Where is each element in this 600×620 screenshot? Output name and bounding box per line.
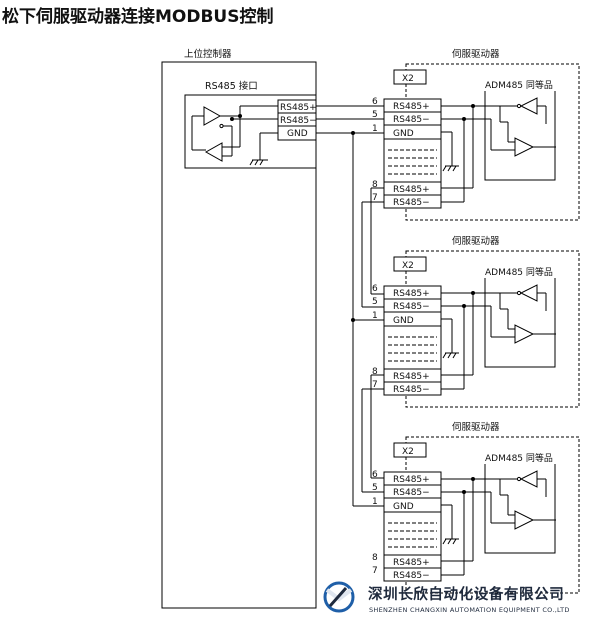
pin-label: RS485+ xyxy=(393,558,430,568)
controller-pin-gnd: GND xyxy=(287,129,308,139)
pin-number: 5 xyxy=(372,110,378,120)
chip-label: ADM485 同等品 xyxy=(485,452,553,464)
drive-title: 伺服驱动器 xyxy=(452,421,500,433)
pin-label: RS485− xyxy=(393,488,430,498)
pin-number: 6 xyxy=(372,470,378,480)
pin-number: 1 xyxy=(372,124,378,134)
controller: 上位控制器 RS485 接口 RS485+ RS485− GND xyxy=(161,48,317,609)
connector-label: X2 xyxy=(402,74,414,84)
adm485-chip-box xyxy=(484,274,556,368)
pin-number: 5 xyxy=(372,483,378,493)
company-name-en: SHENZHEN CHANGXIN AUTOMATION EQUIPMENT C… xyxy=(369,606,570,614)
pin-number: 6 xyxy=(372,97,378,107)
drive-title: 伺服驱动器 xyxy=(452,48,500,60)
pin-label: RS485− xyxy=(393,571,430,581)
pin-label: RS485+ xyxy=(393,289,430,299)
pin-number: 1 xyxy=(372,311,378,321)
pin-number: 8 xyxy=(372,553,378,563)
pin-number: 7 xyxy=(372,380,378,390)
company-logo-icon xyxy=(323,581,355,613)
terminal-block-top xyxy=(383,285,442,327)
pin-label: RS485+ xyxy=(393,475,430,485)
pin-number: 7 xyxy=(372,193,378,203)
connector-label: X2 xyxy=(402,447,414,457)
drive-title: 伺服驱动器 xyxy=(452,235,500,247)
adm485-chip-box xyxy=(484,460,556,554)
pin-label: RS485− xyxy=(393,198,430,208)
controller-terminal-block xyxy=(277,99,317,141)
pin-number: 6 xyxy=(372,284,378,294)
connector-label: X2 xyxy=(402,261,414,271)
controller-pin-rs485n: RS485− xyxy=(280,116,317,126)
pin-label: RS485+ xyxy=(393,102,430,112)
pin-number: 1 xyxy=(372,497,378,507)
pin-label: RS485− xyxy=(393,385,430,395)
pin-number: 5 xyxy=(372,297,378,307)
pin-label: GND xyxy=(393,129,414,139)
pin-label: GND xyxy=(393,316,414,326)
pin-number: 8 xyxy=(372,180,378,190)
chip-label: ADM485 同等品 xyxy=(485,266,553,278)
connector-body xyxy=(383,325,442,370)
page-title: 松下伺服驱动器连接MODBUS控制 xyxy=(2,7,274,27)
terminal-block-top xyxy=(383,471,442,513)
controller-transceiver-icon xyxy=(191,105,278,166)
adm485-chip-box xyxy=(484,87,556,181)
pin-label: RS485− xyxy=(393,115,430,125)
connector-body xyxy=(383,511,442,556)
company-watermark: 深圳长欣自动化设备有限公司 SHENZHEN CHANGXIN AUTOMATI… xyxy=(323,581,570,614)
transceiver-icon xyxy=(490,97,556,157)
pin-label: RS485+ xyxy=(393,185,430,195)
chip-label: ADM485 同等品 xyxy=(485,79,553,91)
rs485-interface-label: RS485 接口 xyxy=(205,80,258,92)
pin-label: RS485+ xyxy=(393,372,430,382)
controller-pin-rs485p: RS485+ xyxy=(280,103,317,113)
connector-body xyxy=(383,138,442,183)
pin-number: 7 xyxy=(372,566,378,576)
connector-x2-box xyxy=(393,256,427,272)
pin-label: RS485− xyxy=(393,302,430,312)
pin-label: GND xyxy=(393,502,414,512)
company-name-cn: 深圳长欣自动化设备有限公司 xyxy=(368,585,564,603)
connector-x2-box xyxy=(393,442,427,458)
controller-box xyxy=(161,61,317,609)
transceiver-icon xyxy=(490,470,556,530)
controller-title: 上位控制器 xyxy=(184,48,232,60)
transceiver-icon xyxy=(490,284,556,344)
connector-x2-box xyxy=(393,69,427,85)
pin-number: 8 xyxy=(372,367,378,377)
